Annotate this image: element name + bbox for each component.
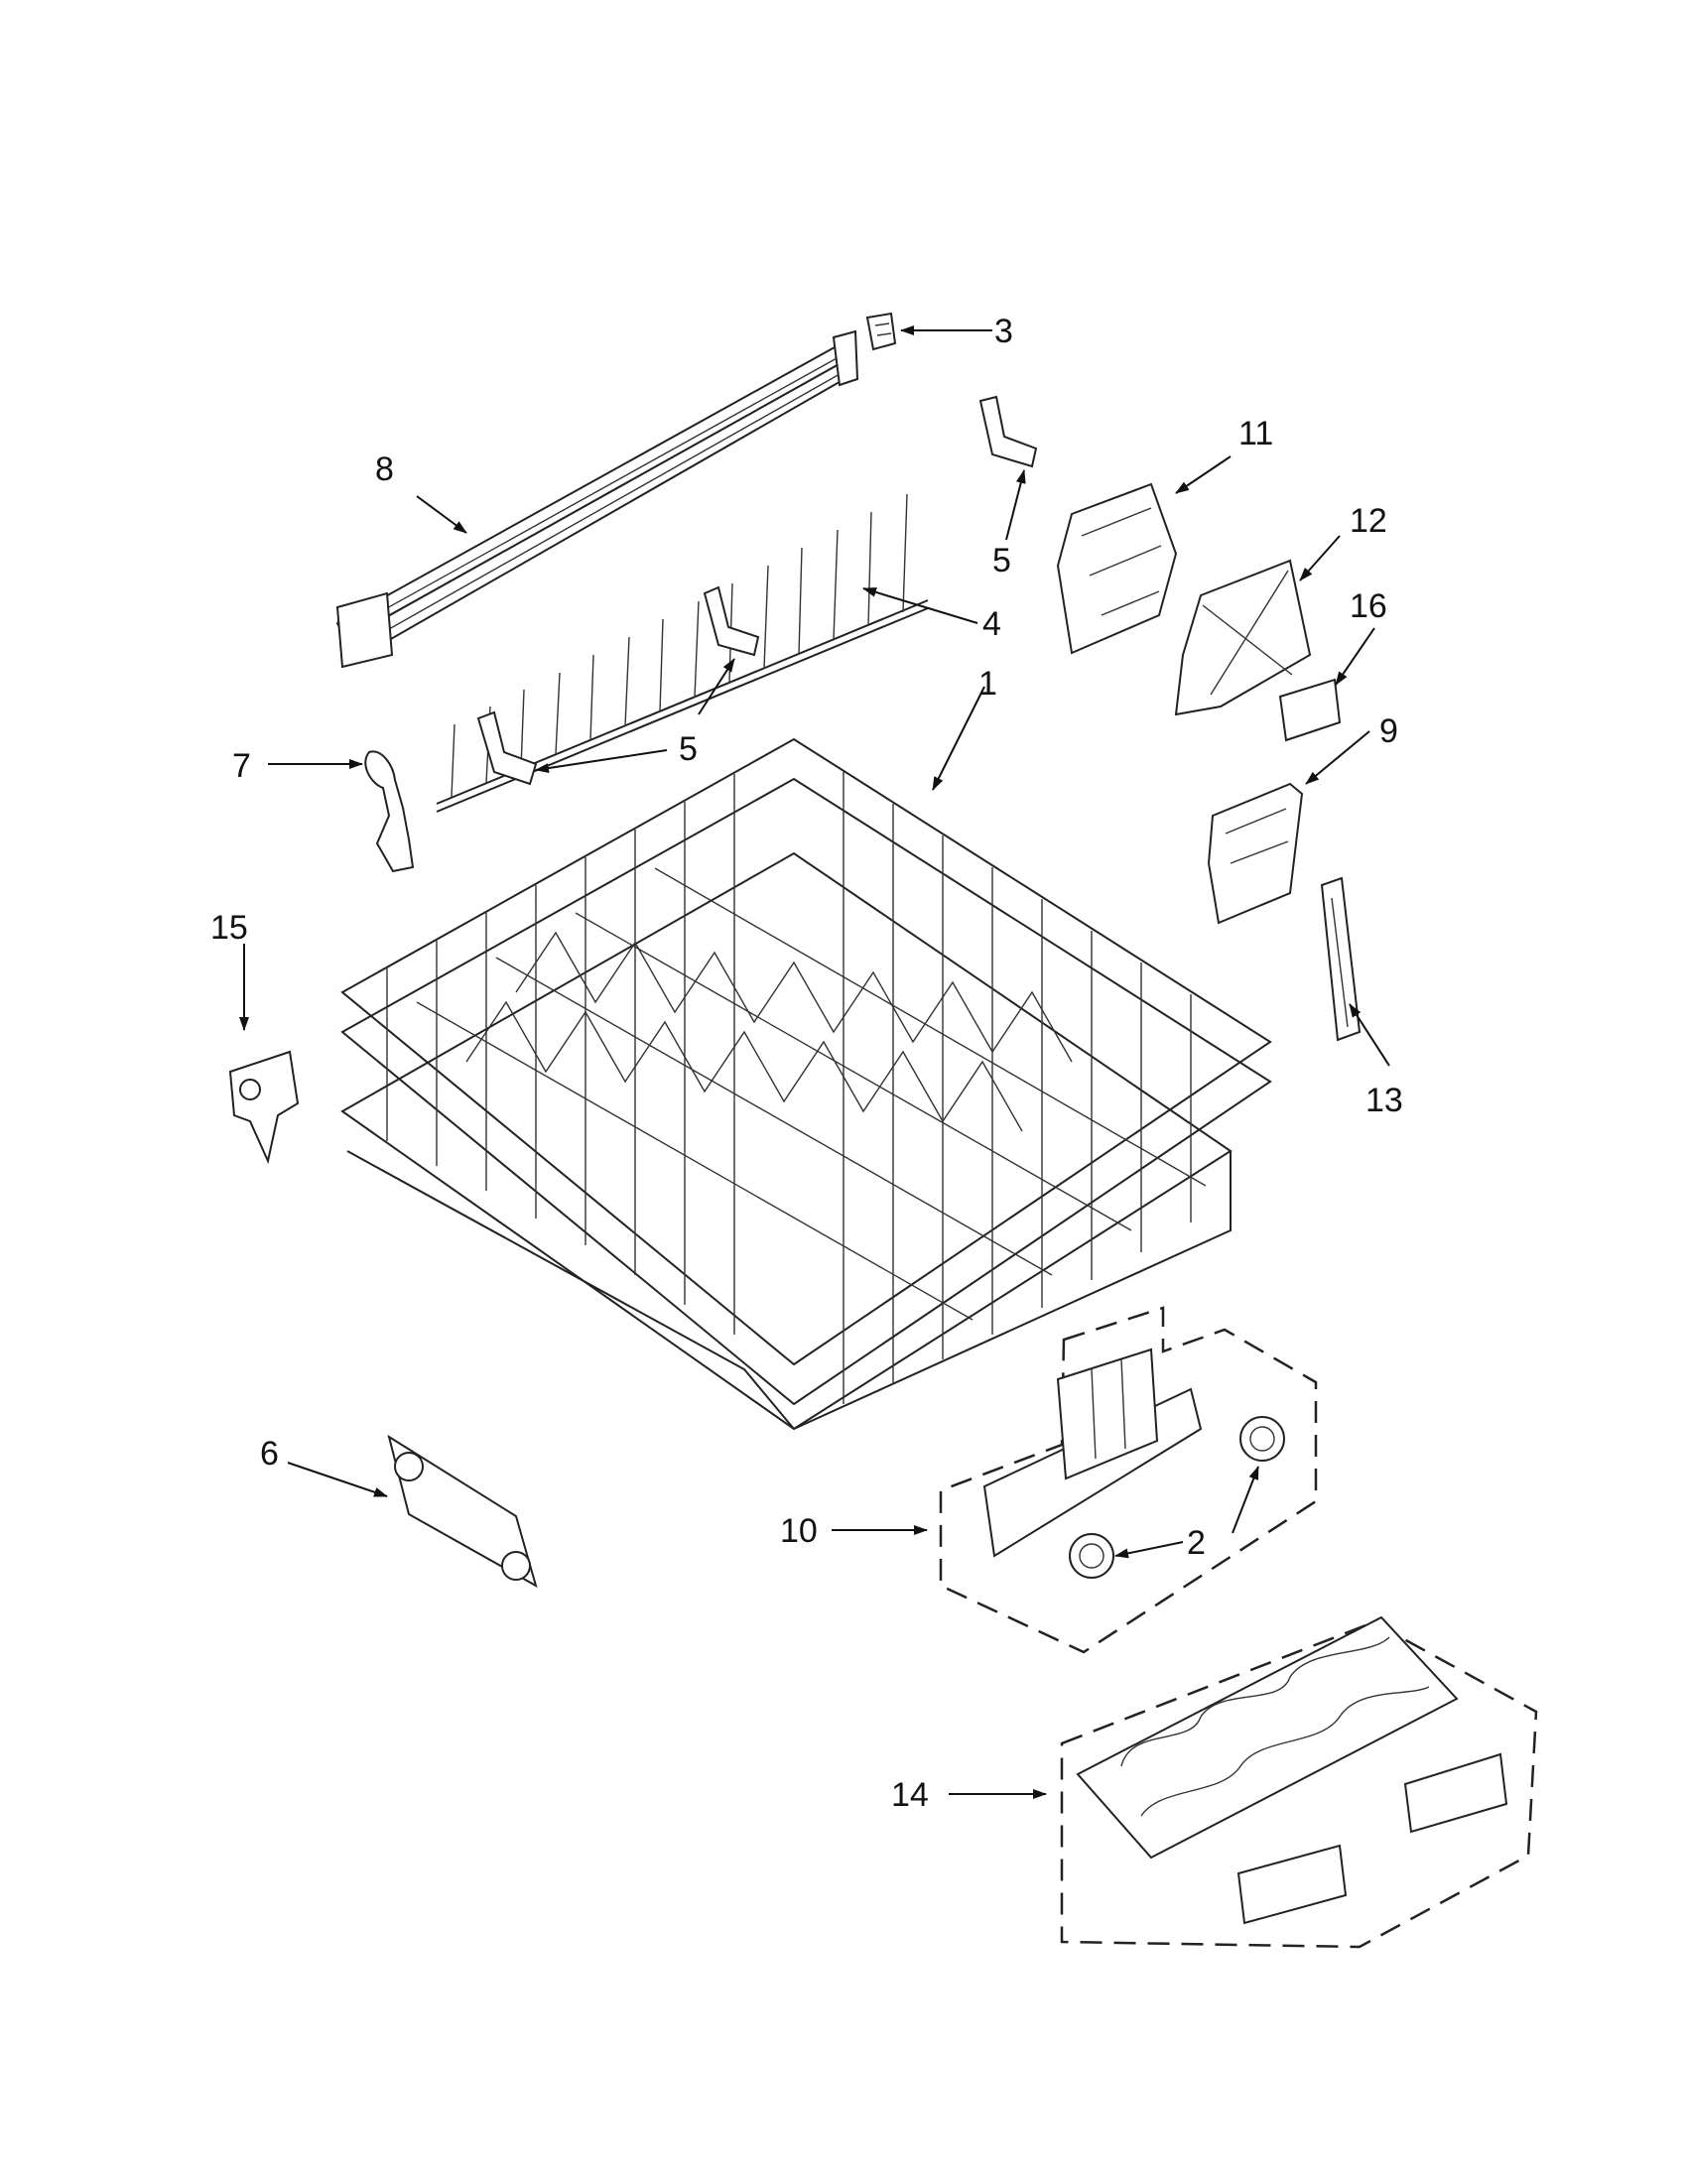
part-13-slide (1320, 876, 1362, 1042)
callout-8: 8 (375, 450, 394, 488)
part-16-latch (1278, 678, 1342, 742)
part-12-cover (1174, 559, 1312, 716)
part-11-adjuster-housing (1056, 482, 1178, 655)
callout-labels: 3 8 11 5 4 12 16 1 5 7 9 15 13 6 10 2 14 (210, 313, 1403, 1814)
callout-2: 2 (1187, 1524, 1206, 1562)
callout-11: 11 (1238, 415, 1273, 452)
callout-12: 12 (1350, 502, 1387, 540)
callout-9: 9 (1379, 712, 1398, 750)
callout-7: 7 (232, 747, 251, 785)
part-14-tray-kit (1060, 1615, 1538, 1949)
callout-5-lower: 5 (679, 730, 698, 768)
part-15-wheel-clip (228, 1050, 300, 1165)
leader-arrows (239, 325, 1390, 1799)
part-9-bracket (1207, 782, 1304, 925)
callout-1: 1 (978, 665, 997, 703)
part-6-rack-guide (387, 1434, 538, 1589)
part-1-upper-rack (340, 737, 1272, 1431)
part-7-hook-clip (364, 750, 415, 873)
part-5-clip-middle (703, 585, 760, 657)
callout-5-upper: 5 (992, 542, 1011, 579)
part-10-adjuster-kit (939, 1306, 1318, 1654)
callout-16: 16 (1350, 587, 1387, 625)
callout-10: 10 (780, 1512, 818, 1550)
part-5-clip-upper (978, 395, 1038, 468)
callout-6: 6 (260, 1435, 279, 1473)
part-3-end-clip (865, 312, 897, 351)
part-8-rail (335, 329, 859, 669)
callout-4: 4 (982, 605, 1001, 643)
callout-14: 14 (891, 1776, 929, 1814)
callout-13: 13 (1365, 1082, 1403, 1119)
callout-15: 15 (210, 909, 248, 947)
callout-3: 3 (994, 313, 1013, 350)
